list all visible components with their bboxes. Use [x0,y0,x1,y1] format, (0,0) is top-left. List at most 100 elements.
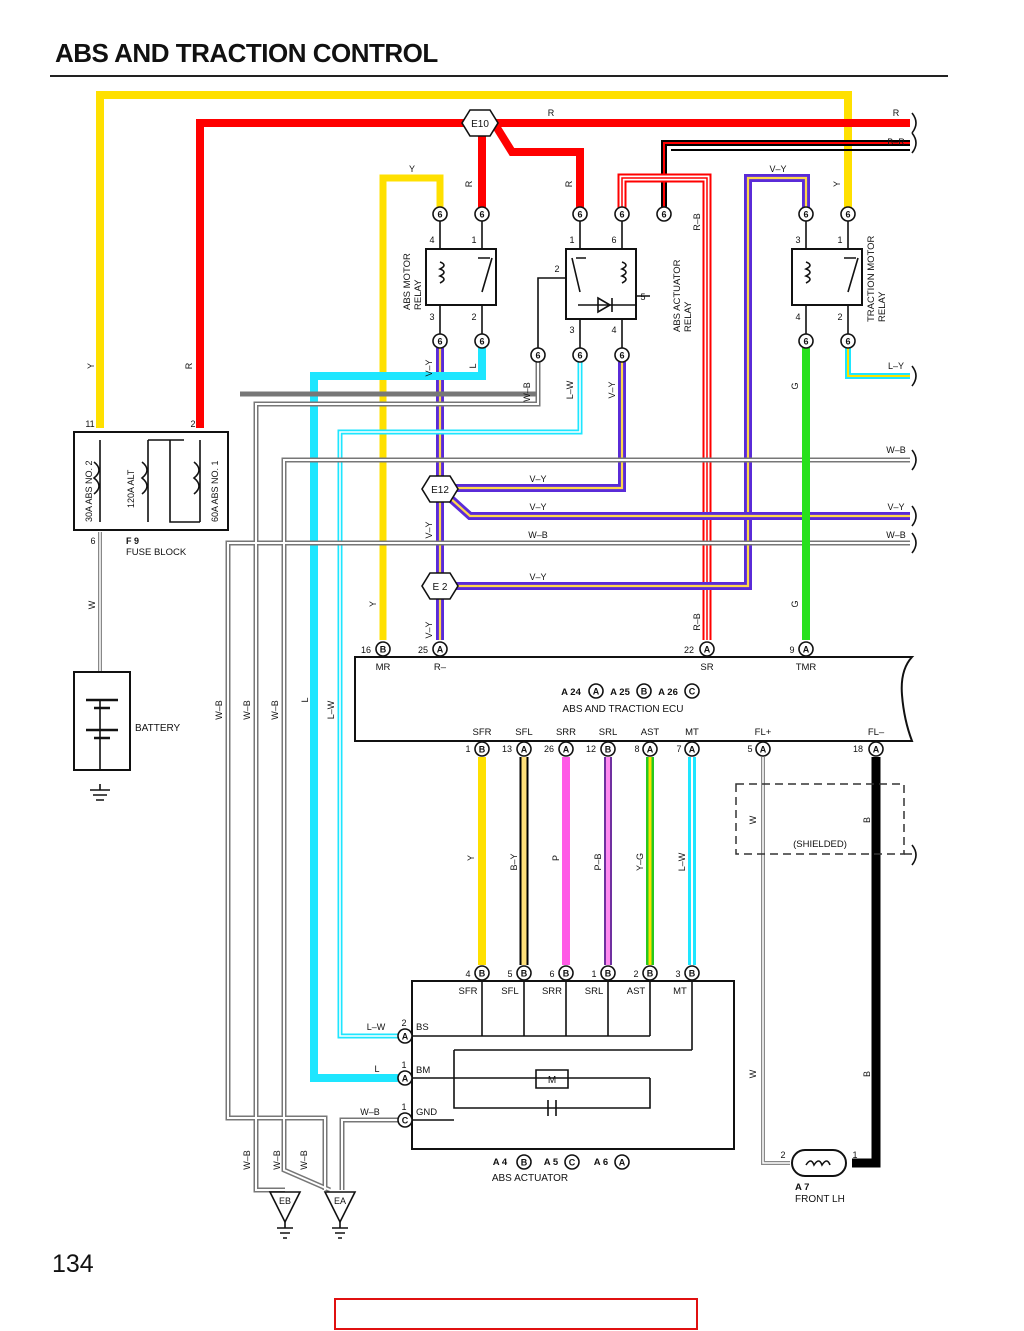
svg-text:E 2: E 2 [432,582,447,593]
wire-color-label: V–Y [769,164,786,174]
wire-color-label: R–B [692,613,702,631]
wire-color-label: W–B [242,700,252,720]
pin-number: 2 [554,264,559,274]
actuator-terminal: BS [416,1022,429,1033]
shielded-label: (SHIELDED) [793,839,847,850]
ecu-pin-connector-letter: A [647,745,654,755]
connector-6: 6 [614,347,630,363]
pin-number: 22 [684,645,694,655]
abs-motor-relay-body [425,248,497,306]
wire-vy-out [447,495,910,520]
connector-6-letter: 6 [661,210,666,220]
junction-e2: E 2 [421,572,459,600]
junction-e12: E12 [421,475,459,503]
wire-color-label: L [374,1064,379,1074]
connector-6: 6 [572,206,588,222]
ecu-pin-connector: A [642,741,658,757]
code-connector: A [588,683,604,699]
sensor-code: A 7 [795,1182,809,1193]
junction-e10: E10 [461,109,499,137]
pin-number: 5 [640,292,645,302]
connector-6-letter: 6 [437,210,442,220]
shield-box [735,783,905,855]
ecu-pin-connector-letter: A [437,645,444,655]
actuator-pin-connector: B [642,965,658,981]
wire-color-label: R [564,180,574,187]
pin-number: 2 [633,969,638,979]
ecu-pin-connector: B [474,741,490,757]
wire-color-label: V–Y [424,621,434,638]
pin-number: 18 [853,744,863,754]
pin-number: 6 [90,536,95,546]
ecu-code: A 24 [561,687,581,698]
traction-relay-name: RELAY [877,291,888,322]
wire-color-label: G [790,600,800,607]
connector-6: 6 [572,347,588,363]
ecu-terminal: SR [700,662,713,673]
actuator-side-connector-letter: A [402,1074,409,1084]
pin-number: 9 [789,645,794,655]
wire-color-label: B [862,1071,872,1077]
wire-y-main [96,91,852,428]
ecu-pin-connector-letter: B [380,645,387,655]
traction-motor-relay-body [791,248,863,306]
abs-actuator-relay-name: RELAY [683,301,694,332]
actuator-pin-connector: B [684,965,700,981]
pin-number: 25 [418,645,428,655]
ecu-pin-connector: B [600,741,616,757]
actuator-terminal: SFR [459,986,478,997]
ecu-terminal: SFR [473,727,492,738]
connector-6-letter: 6 [619,210,624,220]
wire-color-label: P [551,855,561,861]
ecu-terminal: MT [685,727,699,738]
pin-number: 11 [85,419,94,429]
wire-color-label: L–W [677,852,687,871]
ground-ea: EA [334,1196,346,1206]
pin-number: 6 [611,235,616,245]
wire-color-label: R [464,180,474,187]
battery-label: BATTERY [135,723,181,734]
page-title: ABS AND TRACTION CONTROL [55,38,438,68]
sensor-name: FRONT LH [795,1194,845,1205]
wire-r-main [196,119,910,428]
fuse-label: 30A ABS NO. 2 [84,460,94,522]
wire-rb [617,173,712,640]
pin-number: 8 [634,744,639,754]
wire-color-label: V–Y [424,359,434,376]
wire-color-label: W [87,600,97,609]
actuator-pin-connector-letter: B [521,969,528,979]
pin-number: 1 [401,1060,406,1070]
wire-color-label: W–B [886,445,906,455]
ecu-pin-connector: A [798,641,814,657]
wire-color-label: W–B [528,530,548,540]
pin-number: 1 [465,744,470,754]
pin-number: 3 [569,325,574,335]
connector-6-letter: 6 [845,337,850,347]
code-connector-letter: A [619,1158,626,1168]
traction-relay-name: TRACTION MOTOR [866,235,877,322]
pin-number: 1 [569,235,574,245]
wire-color-label: W–B [299,1150,309,1170]
actuator-side-connector: C [397,1112,413,1128]
pin-number: 7 [676,744,681,754]
code-connector-letter: C [689,687,696,697]
pin-number: 5 [747,744,752,754]
wire-color-label: L [468,363,478,368]
wire-color-label: W–B [214,700,224,720]
wire-color-label: W [748,1069,758,1078]
wire-color-label: L [300,697,310,702]
ecu-pin-connector: A [432,641,448,657]
ecu-pin-connector-letter: A [873,745,880,755]
ground-eb: EB [279,1196,291,1206]
connector-6: 6 [432,206,448,222]
code-connector-letter: A [593,687,600,697]
actuator-pin-connector-letter: B [689,969,696,979]
ecu-pin-connector: B [375,641,391,657]
actuator-terminal: GND [416,1107,437,1118]
pin-number: 1 [471,235,476,245]
actuator-pin-connector-letter: B [479,969,486,979]
wire-color-label: V–Y [529,502,546,512]
wire-color-label: R [893,108,900,118]
ecu-pin-connector-letter: B [479,745,486,755]
